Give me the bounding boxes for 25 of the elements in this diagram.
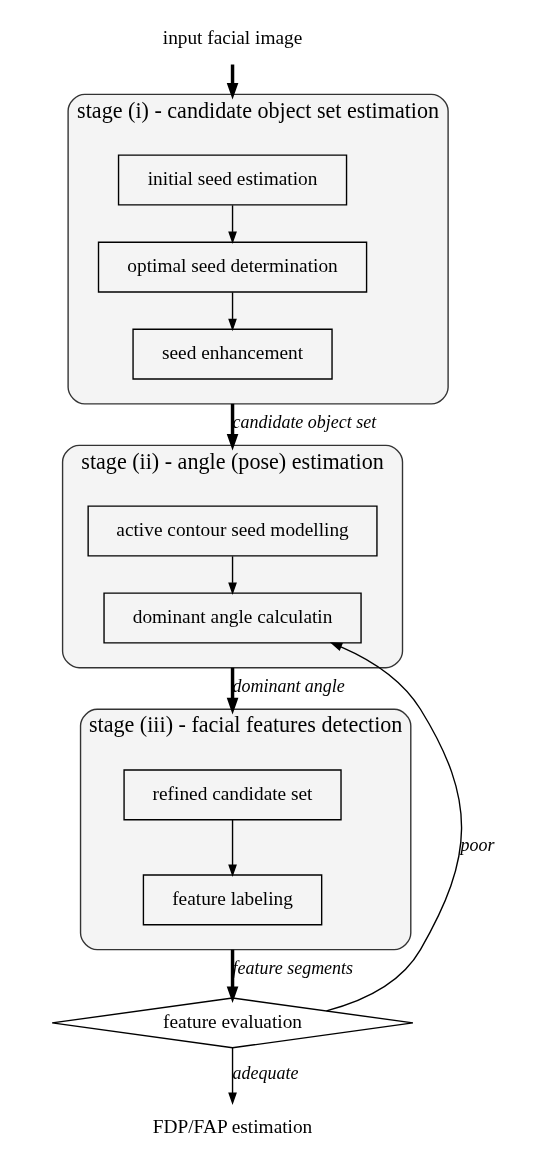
arrow <box>226 949 239 1004</box>
node-box: optimal seed determination <box>97 241 368 293</box>
arrow <box>325 642 463 1012</box>
arrow <box>226 403 239 451</box>
node-box: refined candidate set <box>123 769 342 821</box>
edge-label: adequate <box>232 1062 299 1083</box>
node-box: active contour seed modelling <box>87 505 378 557</box>
arrow <box>226 667 239 715</box>
edge-label: candidate object set <box>232 411 377 432</box>
edge-label: poor <box>460 834 495 855</box>
node-text: input facial image <box>162 27 303 49</box>
arrow <box>228 819 237 878</box>
node-box: seed enhancement <box>132 328 333 380</box>
node-text: FDP/FAP estimation <box>152 1116 313 1138</box>
edge-label: dominant angle <box>232 675 345 696</box>
arrow <box>228 1047 237 1106</box>
node-box: dominant angle calculatin <box>103 592 362 644</box>
edge-label: feature segments <box>232 957 354 978</box>
arrow <box>228 204 237 245</box>
arrow <box>228 291 237 332</box>
node-box: initial seed estimation <box>117 154 348 206</box>
node-diamond: feature evaluation <box>51 997 414 1049</box>
node-box: feature labeling <box>142 874 323 926</box>
arrow <box>226 64 239 100</box>
arrow <box>228 555 237 596</box>
